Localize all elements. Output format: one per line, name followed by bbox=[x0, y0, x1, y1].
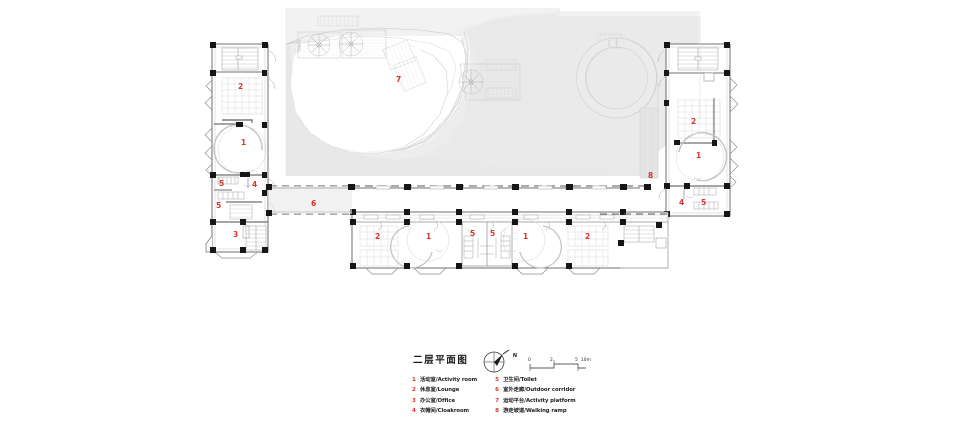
compass-north-label: N bbox=[512, 353, 517, 359]
legend-item-4: 4 衣帽间/Cloakroom bbox=[412, 406, 477, 414]
west-office-stair bbox=[242, 225, 267, 251]
legend-number-2: 2 bbox=[412, 387, 416, 394]
room-label-west-toilet-upper: 5 bbox=[219, 179, 225, 188]
east-service-band bbox=[683, 187, 719, 210]
room-label-west-lounge: 2 bbox=[238, 82, 244, 91]
room-label-south-lounge-west: 2 bbox=[375, 232, 381, 241]
east-stair-top bbox=[677, 47, 719, 71]
legend-text-2: 休息室/Lounge bbox=[420, 387, 460, 394]
scale-tick-0: 0 bbox=[528, 358, 531, 363]
east-columns bbox=[664, 42, 730, 217]
tree-planter-b bbox=[338, 29, 387, 59]
room-label-south-toilet-east: 5 bbox=[490, 229, 496, 238]
legend-item-7: 7 运动平台/Activity platform bbox=[495, 396, 576, 404]
room-label-west-office: 3 bbox=[233, 230, 239, 239]
legend-column-left: 1 活动室/Activity room 2 休息室/Lounge 3 办公室/O… bbox=[412, 375, 477, 414]
page-title: 二层平面图 bbox=[413, 355, 469, 366]
south-toilet-block bbox=[461, 221, 513, 267]
legend-number-4: 4 bbox=[412, 408, 416, 415]
east-activity-circle bbox=[675, 131, 728, 182]
room-label-west-activity: 1 bbox=[241, 138, 247, 147]
legend-item-3: 3 办公室/Office bbox=[412, 396, 477, 404]
corridor-slab-edge bbox=[266, 184, 668, 216]
caption-block: 二层平面图 bbox=[413, 352, 603, 366]
scale-tick-10: 10m bbox=[581, 358, 591, 363]
room-label-west-cloakroom: 4 bbox=[252, 180, 258, 189]
room-label-east-toilet: 5 bbox=[701, 198, 707, 207]
legend-text-4: 衣帽间/Cloakroom bbox=[420, 408, 470, 415]
scale-tick-2: 2 bbox=[550, 358, 553, 363]
legend-text-1: 活动室/Activity room bbox=[420, 377, 478, 383]
legend-number-3: 3 bbox=[412, 397, 416, 404]
west-wing bbox=[204, 42, 277, 259]
east-facade-jags bbox=[729, 77, 739, 189]
legend-number-7: 7 bbox=[495, 397, 499, 404]
legend-number-6: 6 bbox=[495, 387, 499, 394]
south-columns bbox=[350, 209, 662, 269]
east-door-swings bbox=[657, 49, 667, 200]
legend-item-2: 2 休息室/Lounge bbox=[412, 385, 477, 393]
legend-number-5: 5 bbox=[495, 377, 499, 383]
room-label-activity-platform: 7 bbox=[396, 75, 402, 84]
room-label-south-activity-west: 1 bbox=[426, 232, 432, 241]
room-label-south-toilet-west: 5 bbox=[470, 229, 476, 238]
east-wing bbox=[657, 42, 739, 217]
legend: 1 活动室/Activity room 2 休息室/Lounge 3 办公室/O… bbox=[412, 375, 642, 414]
legend-number-1: 1 bbox=[412, 377, 416, 383]
compass-rose: N bbox=[482, 350, 517, 376]
south-east-stair bbox=[623, 225, 667, 249]
legend-text-5: 卫生间/Toilet bbox=[503, 377, 537, 383]
room-label-east-activity: 1 bbox=[696, 151, 702, 160]
compass-graphic bbox=[483, 349, 510, 373]
room-label-outdoor-corridor: 6 bbox=[311, 199, 317, 208]
legend-item-8: 8 游走坡道/Walking ramp bbox=[495, 406, 576, 414]
legend-item-1: 1 活动室/Activity room bbox=[412, 375, 477, 383]
legend-text-3: 办公室/Office bbox=[420, 397, 455, 404]
room-label-south-lounge-east: 2 bbox=[585, 232, 591, 241]
legend-item-6: 6 室外走廊/Outdoor corridor bbox=[495, 385, 576, 393]
paving-patches bbox=[317, 15, 623, 99]
scale-tick-5: 5 bbox=[575, 358, 578, 363]
room-label-east-cloakroom: 4 bbox=[679, 198, 685, 207]
south-door-swings bbox=[377, 221, 606, 231]
room-label-east-lounge: 2 bbox=[691, 117, 697, 126]
west-lounge-furniture bbox=[221, 77, 263, 115]
west-facade-jags bbox=[204, 79, 213, 177]
room-label-south-activity-east: 1 bbox=[523, 232, 529, 241]
west-columns bbox=[210, 42, 268, 253]
legend-text-6: 室外走廊/Outdoor corridor bbox=[503, 387, 576, 394]
room-label-walking-ramp: 8 bbox=[648, 171, 654, 180]
site-boundary bbox=[285, 8, 701, 176]
room-label-west-toilet-lower: 5 bbox=[216, 201, 222, 210]
south-wing bbox=[350, 209, 669, 275]
walking-ramp-strip bbox=[639, 107, 659, 179]
legend-item-5: 5 卫生间/Toilet bbox=[495, 375, 576, 383]
east-lounge-furniture bbox=[677, 99, 721, 139]
south-lounge-east-furniture bbox=[567, 225, 609, 267]
legend-column-right: 5 卫生间/Toilet 6 室外走廊/Outdoor corridor 7 运… bbox=[495, 375, 576, 414]
legend-number-8: 8 bbox=[495, 408, 499, 415]
legend-text-7: 运动平台/Activity platform bbox=[503, 397, 576, 404]
west-stair-top bbox=[221, 47, 259, 71]
scale-bar-graphic bbox=[529, 360, 586, 371]
legend-text-8: 游走坡道/Walking ramp bbox=[503, 408, 567, 415]
tree-planter-a bbox=[297, 31, 341, 59]
south-lounge-west-furniture bbox=[359, 225, 399, 267]
south-windows bbox=[363, 214, 615, 220]
south-facade-jags bbox=[365, 267, 601, 275]
scale-bar: 0 2 5 10m bbox=[524, 352, 594, 374]
